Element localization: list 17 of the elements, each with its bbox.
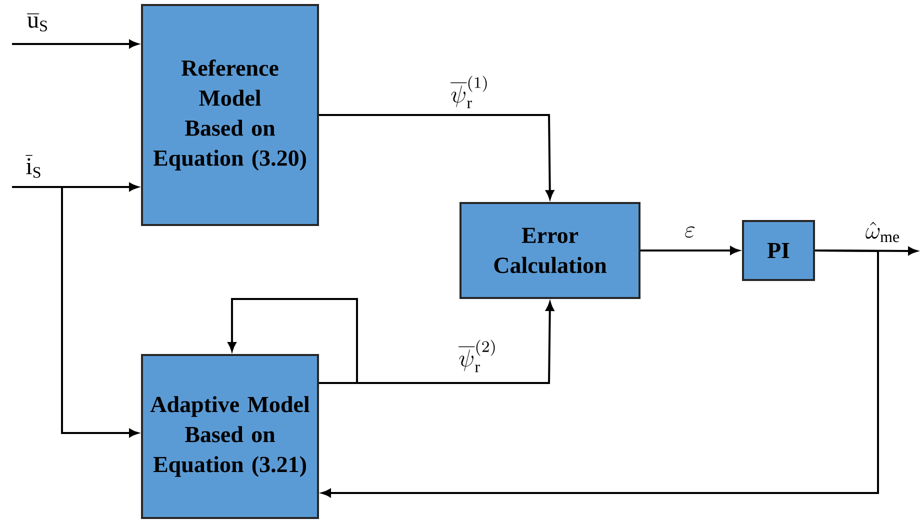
edge-label: $\overline{\psi}_{\mathrm{r}}^{(2)}$ bbox=[456, 338, 500, 374]
arrow bbox=[319, 114, 554, 200]
process-box: Error Calculation bbox=[460, 202, 640, 299]
edge-label: $\overline{\psi}_{\mathrm{r}}^{(1)}$ bbox=[448, 74, 492, 110]
edge-label: $\overline{\mathrm{u}}_{\mathrm{S}}$ bbox=[25, 10, 51, 34]
arrow bbox=[228, 298, 358, 384]
arrow bbox=[61, 187, 138, 438]
arrow bbox=[640, 246, 740, 255]
edge-label: $\varepsilon$ bbox=[682, 224, 698, 240]
edge-label: $\overline{\mathrm{i}}_{\mathrm{S}}$ bbox=[24, 152, 44, 180]
edge-label: $\hat{\omega}_{\mathrm{me}}$ bbox=[863, 220, 903, 244]
process-box: PI bbox=[742, 220, 815, 281]
arrow bbox=[322, 250, 879, 498]
process-box: Adaptive Model Based on Equation (3.21) bbox=[141, 354, 319, 519]
process-box: Reference Model Based on Equation (3.20) bbox=[141, 4, 319, 226]
arrow bbox=[12, 40, 138, 48]
arrow bbox=[12, 182, 138, 192]
